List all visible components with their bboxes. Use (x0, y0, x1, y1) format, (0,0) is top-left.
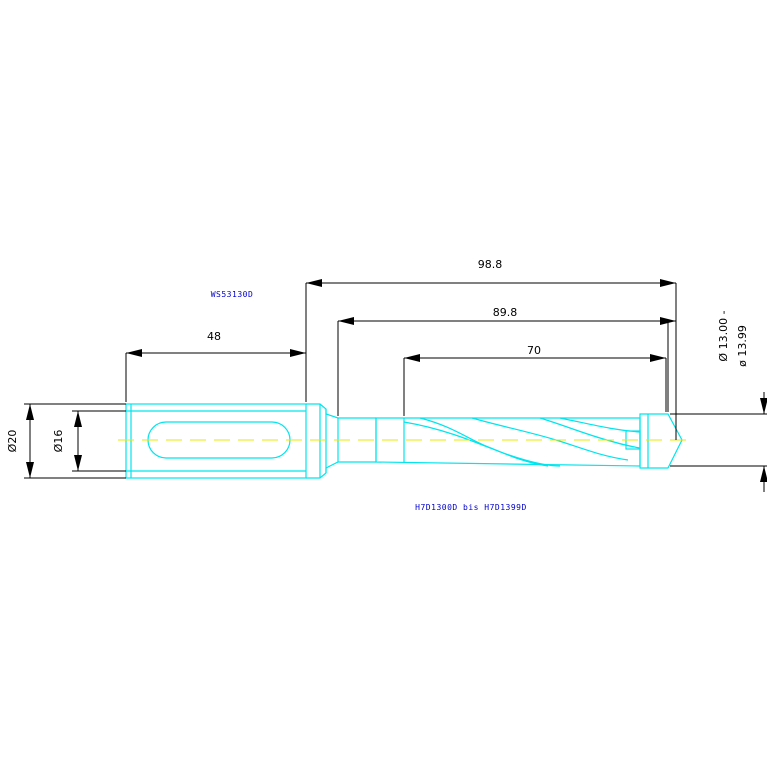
dimension-inner-diameter: Ø16 (52, 410, 126, 472)
dim-text-diameter-max: ø 13.99 (736, 325, 749, 367)
dim-text-cutting-length: 70 (527, 344, 541, 357)
holder-part-number: WS53130D (211, 290, 254, 299)
drill-tip (639, 413, 683, 469)
tool-neck (306, 403, 376, 479)
flute-5 (559, 417, 641, 433)
dimension-total-length: 98.8 (306, 258, 676, 287)
dimension-cutting-length: 70 (404, 344, 666, 362)
dimension-shank-length: 48 (126, 330, 306, 357)
dim-text-diameter-min: Ø 13.00 - (717, 310, 730, 361)
dimension-cutting-diameter: Ø 13.00 - ø 13.99 (670, 310, 767, 492)
dim-text-total-length: 98.8 (478, 258, 503, 271)
insert-part-range: H7D1300D bis H7D1399D (415, 503, 527, 512)
dimension-shank-diameter: Ø20 (6, 403, 126, 479)
dim-text-flute-length: 89.8 (493, 306, 518, 319)
flute-2 (419, 417, 549, 467)
dim-text-shank-length: 48 (207, 330, 221, 343)
dimension-flute-length: 89.8 (338, 306, 676, 325)
dim-text-inner-diameter: Ø16 (52, 430, 65, 453)
flute-4 (539, 417, 641, 449)
tool-shank (125, 403, 307, 479)
insert-body (375, 417, 641, 467)
dim-text-shank-diameter: Ø20 (6, 430, 19, 453)
dimensions: 98.8 89.8 70 48 (6, 258, 767, 492)
